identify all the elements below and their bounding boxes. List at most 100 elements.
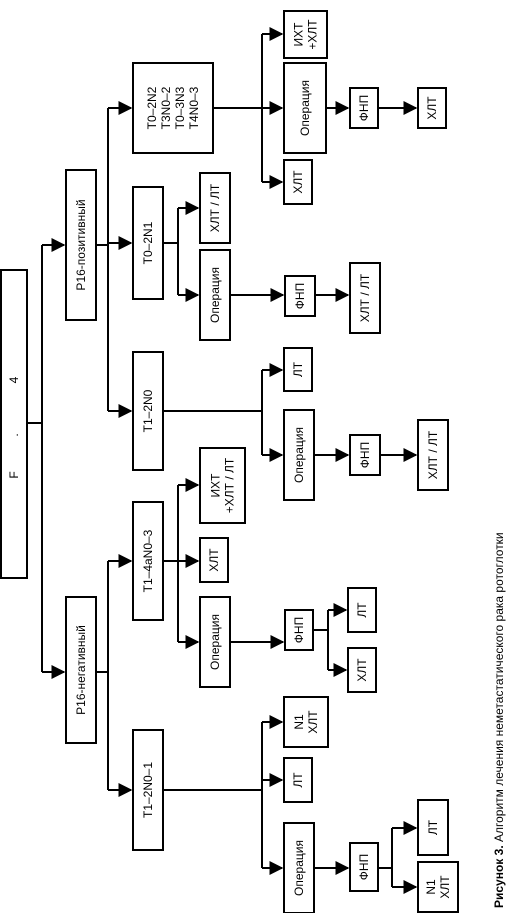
t0-2n1-operation-box: Операция [199,249,231,341]
t1-2n0-1-fnp-box-label-line-0: ФНП [357,854,371,880]
t1-2n0-1-box-label: T1–2N0–1 [141,762,155,818]
t1-4an0-3-xlt-box-label-line-0: ХЛТ [207,548,221,572]
t1-2n0-1-lt2-box-label: ЛТ [426,819,440,835]
t1-4an0-3-lt-box-label-line-0: ЛТ [355,602,369,618]
t1-2n0-1-box: T1–2N0–1 [132,729,164,851]
t0-2n2-xlt-box-label-line-0: ХЛТ [291,170,305,194]
t0-2n2-box: T0–2N2T3N0–2T0–3N3T4N0–3 [132,62,214,154]
t0-2n1-fnp-box: ФНП [284,275,316,317]
t1-2n0-1-operation-box-label: Операция [292,840,306,896]
t1-2n0-1-lt-box-frame [283,757,313,803]
p16-negative-box-label: P16-негативный [74,625,88,715]
t0-2n2-final-xlt-box: ХЛТ [417,87,447,129]
t1-4an0-3-final-xlt-box-frame [347,647,377,693]
t1-2n0-lt-box-label: ЛТ [291,361,305,377]
t1-2n0-box-frame [132,351,164,471]
t0-2n1-xlt-lt-box-label-line-0: ХЛТ / ЛТ [208,183,222,232]
t0-2n2-final-xlt-box-label: ХЛТ [425,96,439,120]
t0-2n1-fnp-box-label: ФНП [293,283,307,309]
t1-2n0-1-operation-box-frame [283,822,315,913]
t1-4an0-3-fnp-box-frame [284,609,314,651]
svg-text:Рисунок 3. Алгоритм лечения не: Рисунок 3. Алгоритм лечения неметастатич… [492,532,506,908]
t1-2n0-1-final-n1-box-label: N1ХЛТ [424,875,452,899]
t1-2n0-1-box-label-line-0: T1–2N0–1 [141,762,155,818]
t0-2n2-fnp-box-label-line-0: ФНП [357,95,371,121]
p16-negative-box: P16-негативный [65,596,97,744]
t1-2n0-box-label: T1–2N0 [141,389,155,432]
t1-2n0-1-lt2-box: ЛТ [417,799,449,856]
t1-2n0-1-operation-box: Операция [283,822,315,913]
t0-2n1-xlt-lt-box-frame [199,172,231,244]
t0-2n2-final-xlt-box-label-line-0: ХЛТ [425,96,439,120]
t0-2n2-fnp-box-frame [349,87,379,129]
t0-2n2-box-frame [132,62,214,154]
t1-4an0-3-operation-box-label: Операция [208,614,222,670]
t1-2n0-1-final-n1-box-frame [417,861,459,913]
t1-2n0-fnp-box: ФНП [349,434,381,476]
t0-2n1-final-box-label: ХЛТ / ЛТ [358,273,372,322]
root-box-label: F [7,471,21,478]
p16-positive-box-label-line-0: P16-позитивный [74,199,88,290]
t1-2n0-1-lt2-box-frame [417,799,449,856]
t0-2n2-operation-box-label: Операция [298,80,312,136]
t1-4an0-3-box-frame [132,501,164,621]
root-box-mark-2: 4 [7,376,21,383]
t1-4an0-3-xlt-box-label: ХЛТ [207,548,221,572]
t1-2n0-box: T1–2N0 [132,351,164,471]
t0-2n1-operation-box-label-line-0: Операция [208,267,222,323]
t1-2n0-1-lt-box-label-line-0: ЛТ [291,772,305,788]
figure-caption: Рисунок 3. Алгоритм лечения неметастатич… [492,532,506,908]
t1-4an0-3-operation-box-label-line-0: Операция [208,614,222,670]
t0-2n2-xlt-box: ХЛТ [283,159,313,205]
t0-2n1-box: T0–2N1 [132,186,164,300]
t1-4an0-3-fnp-box-label-line-0: ФНП [292,617,306,643]
t1-4an0-3-ixt-box-label-line-1: +ХЛТ / ЛТ [223,457,237,513]
t0-2n1-xlt-lt-box: ХЛТ / ЛТ [199,172,231,244]
t1-2n0-1-final-n1-box-label-line-0: N1 [424,879,438,895]
t0-2n1-final-box-frame [349,262,381,334]
t0-2n2-ixt-xlt-box-label-line-0: ИХТ [292,22,306,47]
t1-4an0-3-lt-box-frame [347,587,377,633]
t0-2n1-xlt-lt-box-label: ХЛТ / ЛТ [208,183,222,232]
t0-2n2-ixt-xlt-box: ИХТ+ХЛТ [283,10,328,59]
t1-4an0-3-operation-box-frame [199,596,231,688]
t1-2n0-final-box-frame [417,419,449,491]
t0-2n2-box-label-line-3: T4N0–3 [187,86,201,129]
t1-2n0-1-lt-box: ЛТ [283,757,313,803]
t0-2n2-box-label-line-0: T0–2N2 [145,86,159,129]
t1-4an0-3-box-label: T1–4aN0–3 [141,529,155,592]
t0-2n2-xlt-box-frame [283,159,313,205]
connectors [27,27,418,894]
t1-2n0-lt-box-frame [283,347,313,392]
caption-text: Алгоритм лечения неметастатического рака… [492,532,506,845]
t0-2n2-ixt-xlt-box-frame [283,10,328,59]
t1-2n0-fnp-box-frame [349,434,381,476]
t0-2n2-box-label-line-1: T3N0–2 [159,86,173,129]
t0-2n1-box-frame [132,186,164,300]
t0-2n1-operation-box-frame [199,249,231,341]
t0-2n1-fnp-box-frame [284,275,316,317]
t1-2n0-1-n1-xlt-box-label-line-1: ХЛТ [306,710,320,734]
t1-4an0-3-xlt-box-frame [199,537,229,583]
t1-2n0-1-n1-xlt-box-label-line-0: N1 [292,714,306,730]
t1-2n0-lt-box-label-line-0: ЛТ [291,361,305,377]
t1-4an0-3-ixt-box-label-line-0: ИХТ [209,473,223,498]
t1-4an0-3-ixt-box-frame [199,447,246,524]
t1-2n0-operation-box-frame [283,409,315,501]
t1-2n0-box-label-line-0: T1–2N0 [141,389,155,432]
t1-2n0-1-fnp-box-label: ФНП [357,854,371,880]
t1-2n0-final-box-label: ХЛТ / ЛТ [426,430,440,479]
t1-4an0-3-fnp-box: ФНП [284,609,314,651]
t1-2n0-fnp-box-label-line-0: ФНП [358,442,372,468]
root-box: F.4 [0,269,28,579]
t0-2n2-operation-box-frame [283,62,327,154]
t0-2n2-fnp-box-label: ФНП [357,95,371,121]
t0-2n1-final-box: ХЛТ / ЛТ [349,262,381,334]
t0-2n1-box-label: T0–2N1 [141,221,155,264]
t0-2n1-operation-box-label: Операция [208,267,222,323]
t1-2n0-1-fnp-box-frame [349,842,379,892]
root-box-frame [0,269,28,579]
t1-4an0-3-lt-box-label: ЛТ [355,602,369,618]
t1-4an0-3-fnp-box-label: ФНП [292,617,306,643]
